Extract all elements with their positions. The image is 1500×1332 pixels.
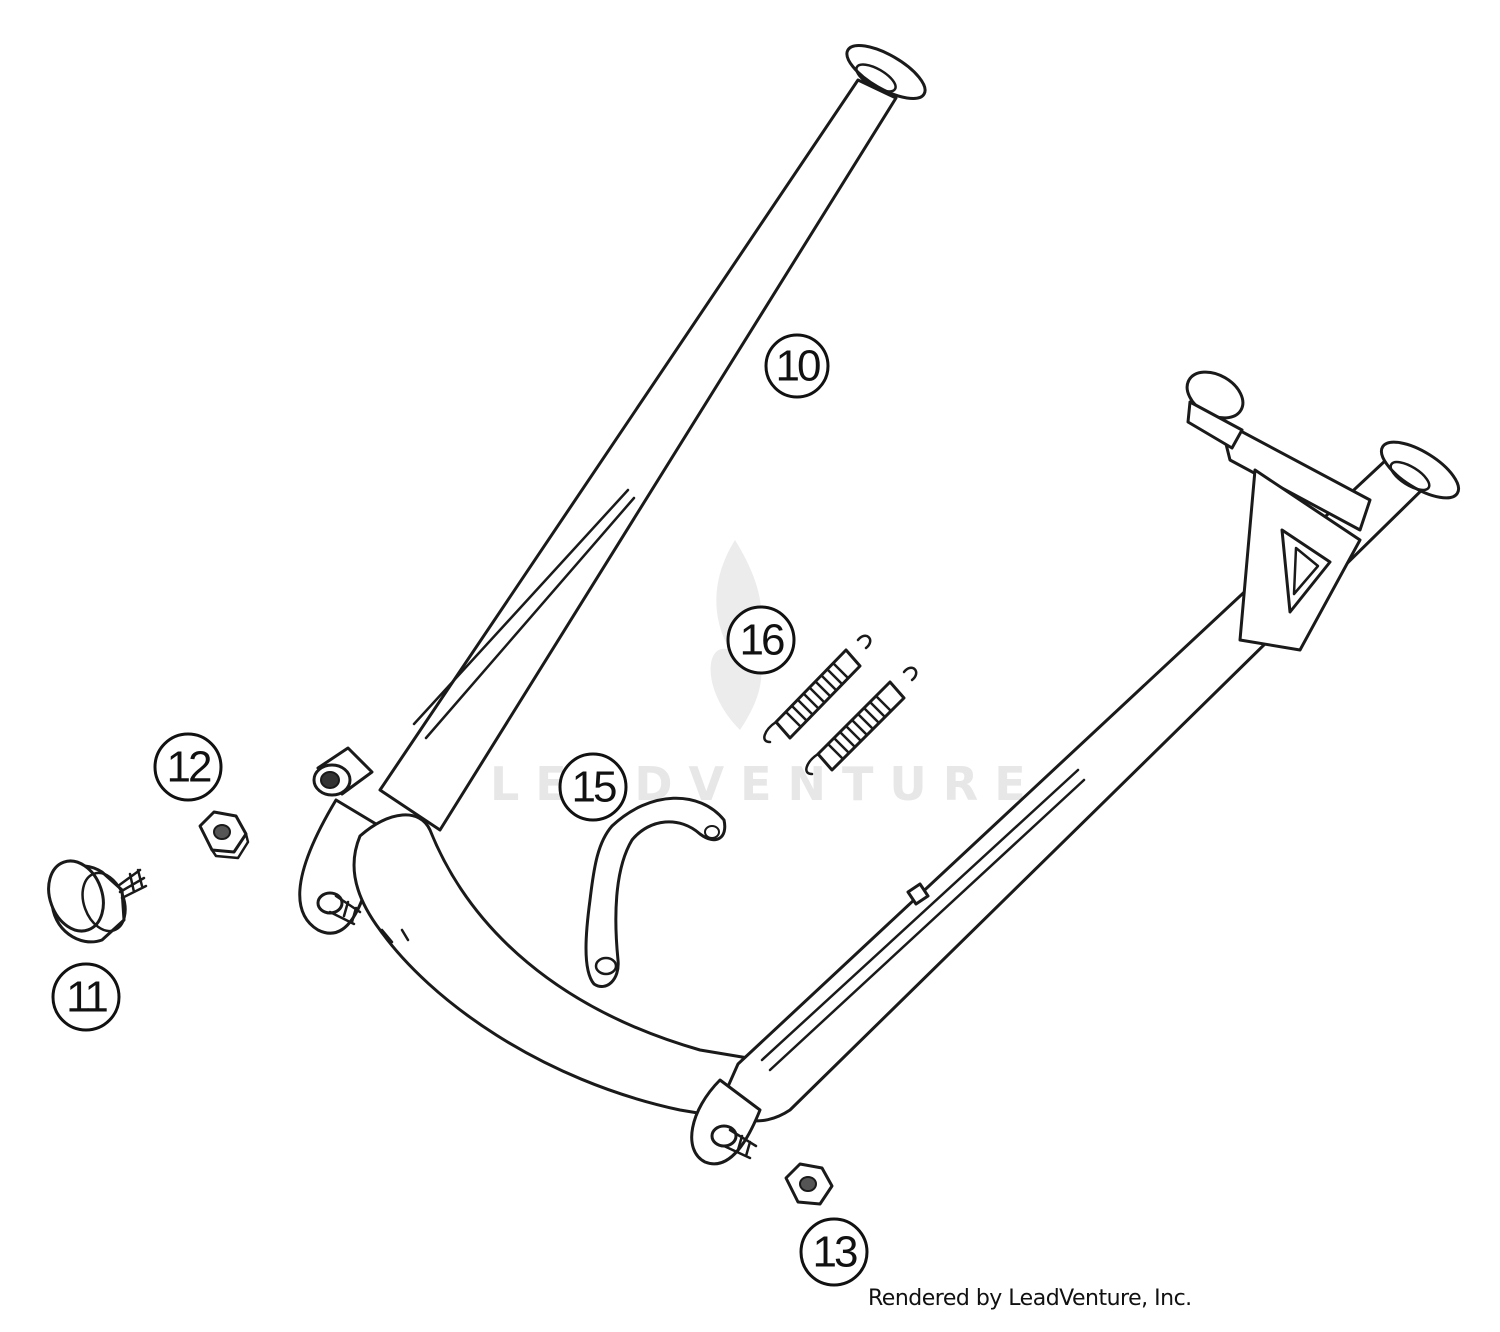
stand-right-stud <box>710 1124 758 1160</box>
stand-bracket <box>1218 418 1372 532</box>
rubber-buffer <box>47 859 148 944</box>
nut-12 <box>198 810 250 860</box>
spring-upper <box>763 634 872 744</box>
svg-text:11: 11 <box>66 973 107 1022</box>
callout-16: 16 <box>726 605 796 675</box>
svg-text:15: 15 <box>572 763 616 812</box>
callout-11: 11 <box>51 962 121 1032</box>
nut-13 <box>784 1162 834 1206</box>
render-credit: Rendered by LeadVenture, Inc. <box>868 1286 1192 1311</box>
stand-cross-member <box>352 813 762 1122</box>
stand-bushing <box>312 746 374 797</box>
spring-lower <box>805 666 918 776</box>
stand-left-stud <box>316 891 362 926</box>
callout-10: 10 <box>764 333 830 399</box>
bracket-strap <box>584 796 727 988</box>
svg-text:16: 16 <box>740 616 784 665</box>
stand-right-foot <box>690 1078 762 1166</box>
callout-13: 13 <box>799 1217 869 1287</box>
stand-frame <box>298 44 1461 1166</box>
callout-12: 12 <box>153 732 223 802</box>
svg-text:13: 13 <box>813 1228 857 1277</box>
svg-text:12: 12 <box>167 743 211 792</box>
stand-left-leg-cap <box>845 44 927 100</box>
svg-text:10: 10 <box>776 342 820 391</box>
callout-15: 15 <box>558 752 628 822</box>
stand-left-leg <box>378 78 898 832</box>
